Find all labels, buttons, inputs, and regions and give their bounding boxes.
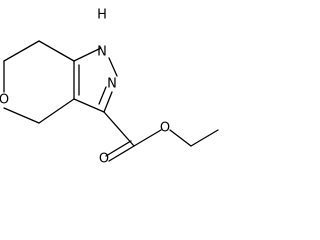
bond-c5-n1 — [73, 47, 102, 62]
atom-o-ester: O — [160, 121, 170, 136]
atom-o-ring: O — [0, 93, 9, 108]
bond-layer — [3, 40, 219, 162]
bond-cester-o-carbonyl-a — [108, 145, 135, 162]
bond-o-ethyl-ch2 — [169, 129, 192, 147]
bond-n2-c3 — [103, 91, 113, 113]
bond-cester-o-carbonyl-b — [105, 140, 132, 157]
atom-nh-h: H — [97, 8, 107, 23]
structure-diagram: H N N O O O — [0, 8, 219, 167]
bond-c5-c6 — [38, 40, 75, 62]
atom-nh-n: N — [97, 45, 107, 60]
bond-c3-c9 — [73, 98, 105, 113]
bond-n2-c3-inner — [98, 86, 107, 105]
bond-c3-cester — [103, 111, 135, 147]
bond-n1-n2 — [108, 57, 118, 77]
bond-ch2-ch3 — [190, 129, 219, 147]
atom-layer: H N N O O O — [0, 8, 170, 167]
bond-c8-c9 — [38, 98, 75, 124]
atom-n2: N — [107, 77, 117, 92]
bond-c6-c7 — [3, 40, 40, 62]
bond-cester-o-ester — [133, 129, 162, 147]
bond-o-c8 — [3, 107, 40, 124]
atom-o-carbonyl: O — [99, 152, 109, 167]
